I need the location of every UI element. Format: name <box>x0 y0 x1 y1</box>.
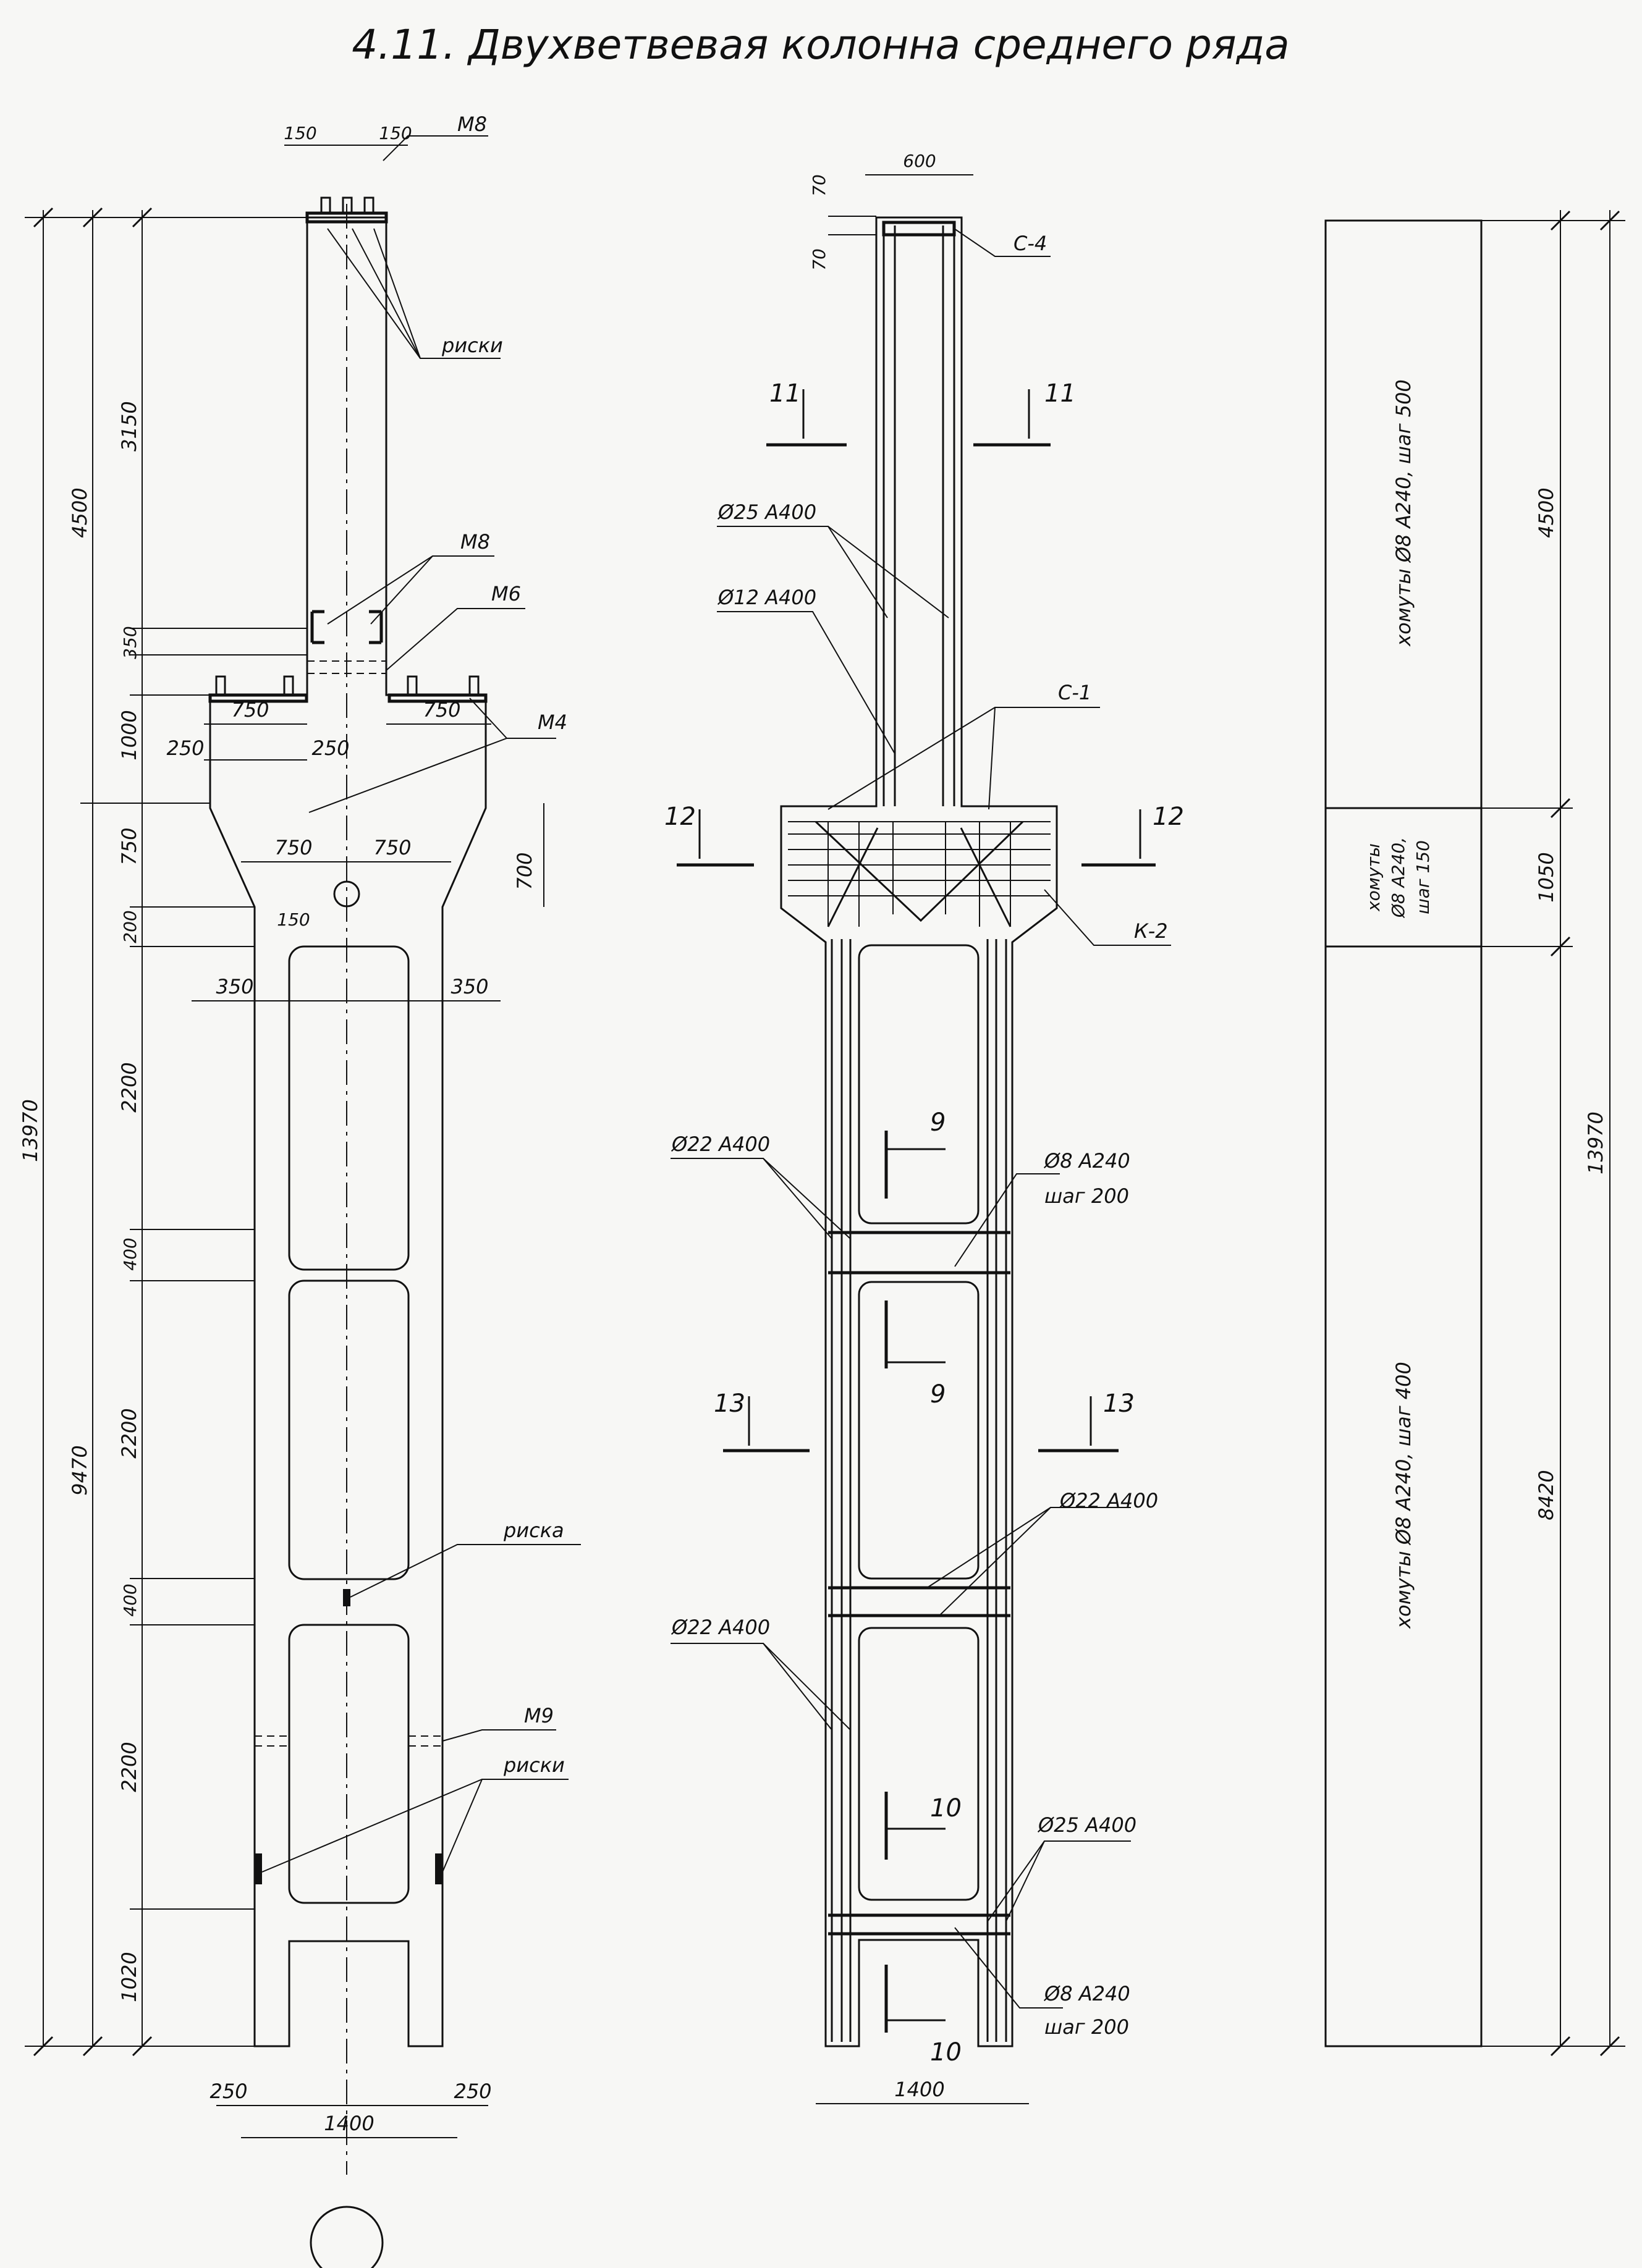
label-step-200-b: шаг 200 <box>1044 2015 1129 2039</box>
dim-150-a: 150 <box>284 123 316 143</box>
label-m8-top: М8 <box>457 112 487 136</box>
dim-350-b: 350 <box>451 975 488 998</box>
right-bracket-plate <box>387 693 488 703</box>
dim-250-b: 250 <box>311 736 349 760</box>
reinforcement-elevation: 600 70 70 1400 С-4 С-1 К-2 Ø25 А400 Ø12 … <box>664 151 1184 2104</box>
dim-1400-mid: 1400 <box>894 2078 944 2101</box>
label-stirrup-8-a: Ø8 А240 <box>1043 1149 1130 1173</box>
label-riski-bottom: риски <box>503 1753 565 1777</box>
dim-600: 600 <box>903 151 936 171</box>
dim-400-a: 400 <box>120 1237 140 1270</box>
dim-13970-left: 13970 <box>19 1099 42 1162</box>
label-rebar-22-a: Ø22 А400 <box>671 1132 770 1156</box>
dim-8420: 8420 <box>1534 1470 1558 1520</box>
schedule-mid-line2: Ø8 А240, <box>1388 837 1408 918</box>
dim-150-b: 150 <box>379 123 412 143</box>
dim-2200-b: 2200 <box>117 1408 141 1458</box>
dimension-ticks <box>33 207 1620 2057</box>
dim-2200-a: 2200 <box>117 1062 141 1112</box>
dim-250-c: 250 <box>209 2080 247 2103</box>
dim-350-a: 350 <box>216 975 253 998</box>
dim-4500-left: 4500 <box>68 487 91 537</box>
label-c4: С-4 <box>1014 232 1047 255</box>
schedule-bottom-cell: хомуты Ø8 А240, шаг 400 <box>1392 1362 1415 1629</box>
dim-200-v: 200 <box>120 910 140 943</box>
section-9-bottom: 9 <box>930 1380 946 1409</box>
dim-1000: 1000 <box>117 710 141 760</box>
section-10-bottom: 10 <box>930 2038 962 2067</box>
dim-70-a: 70 <box>809 174 829 196</box>
dim-1400-left: 1400 <box>324 2112 374 2135</box>
label-step-200-a: шаг 200 <box>1044 1184 1129 1208</box>
label-c1: С-1 <box>1058 681 1091 704</box>
dim-13970-right: 13970 <box>1584 1111 1607 1174</box>
dim-150-c: 150 <box>277 909 310 930</box>
schedule-mid-line1: хомуты <box>1363 843 1384 912</box>
section-10-top: 10 <box>930 1794 962 1823</box>
dim-250-a: 250 <box>166 736 204 760</box>
left-bracket-plate <box>208 693 308 703</box>
dim-350-v: 350 <box>120 626 140 659</box>
dim-3150: 3150 <box>117 401 141 451</box>
dim-70-b: 70 <box>809 248 829 271</box>
label-k2: К-2 <box>1134 919 1168 943</box>
label-m9: М9 <box>524 1704 554 1727</box>
label-stirrup-8-b: Ø8 А240 <box>1043 1982 1130 2005</box>
label-rebar-25-top: Ø25 А400 <box>717 500 816 524</box>
section-13-right: 13 <box>1103 1389 1135 1418</box>
dim-4500-right: 4500 <box>1534 487 1558 537</box>
stirrup-schedule: хомуты Ø8 А240, шаг 500 хомуты Ø8 А240, … <box>1324 210 1625 2047</box>
dim-400-b: 400 <box>120 1583 140 1616</box>
schedule-top-cell: хомуты Ø8 А240, шаг 500 <box>1392 379 1415 647</box>
section-11-right: 11 <box>1044 379 1076 408</box>
section-13-left: 13 <box>714 1389 745 1418</box>
label-m8-mid: М8 <box>460 530 490 554</box>
label-rebar-25-bottom: Ø25 А400 <box>1037 1813 1136 1837</box>
label-riski-top: риски <box>441 334 503 357</box>
section-12-left: 12 <box>664 803 696 831</box>
label-rebar-22-c: Ø22 А400 <box>671 1616 770 1639</box>
dim-750-d: 750 <box>373 836 411 859</box>
left-elevation: 13970 9470 4500 3150 350 1000 750 200 22… <box>19 112 581 2268</box>
label-riska: риска <box>503 1519 564 1542</box>
lifting-hole <box>333 880 360 908</box>
dim-750-a: 750 <box>231 698 269 722</box>
drawing-title: 4.11. Двухветвевая колонна среднего ряда <box>352 21 1289 69</box>
dim-1020: 1020 <box>117 1952 141 2002</box>
label-m6: М6 <box>491 582 521 605</box>
axis-marker-circle <box>310 2206 384 2268</box>
section-9-top: 9 <box>930 1108 946 1137</box>
dim-250-d: 250 <box>454 2080 491 2103</box>
dim-750-c: 750 <box>274 836 312 859</box>
section-11-left: 11 <box>769 379 801 408</box>
dim-9470: 9470 <box>68 1445 91 1495</box>
dim-2200-c: 2200 <box>117 1742 141 1792</box>
dim-750-v: 750 <box>117 827 141 865</box>
label-rebar-12: Ø12 А400 <box>717 586 816 609</box>
label-m4: М4 <box>538 710 567 734</box>
dim-750-b: 750 <box>423 698 460 722</box>
dim-700: 700 <box>513 852 536 890</box>
label-rebar-22-b: Ø22 А400 <box>1059 1489 1158 1512</box>
section-12-right: 12 <box>1153 803 1184 831</box>
schedule-mid-line3: шаг 150 <box>1413 840 1433 914</box>
dim-1050: 1050 <box>1534 852 1558 902</box>
